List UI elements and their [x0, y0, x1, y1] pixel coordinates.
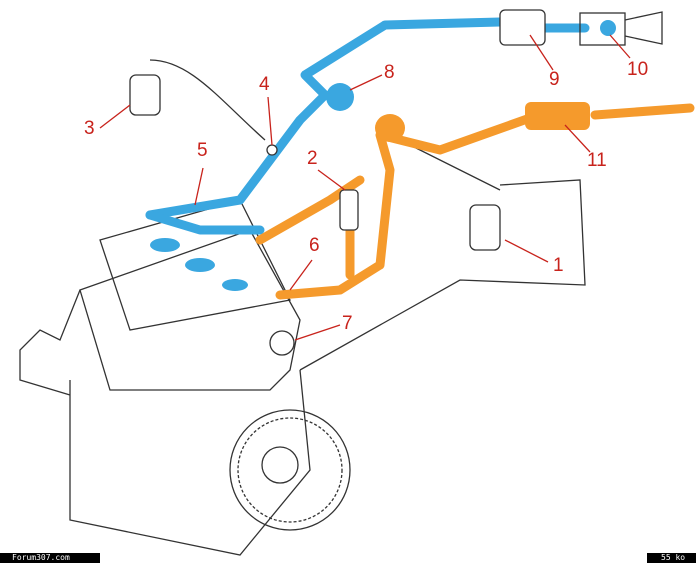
label-10: 10 [627, 59, 649, 80]
label-2: 2 [307, 148, 318, 169]
label-3: 3 [84, 118, 95, 139]
label-5: 5 [197, 140, 208, 161]
file-size: 55 ko [647, 553, 696, 563]
intake-pipe [145, 17, 590, 235]
label-7: 7 [342, 313, 353, 334]
exhaust-pipe [255, 103, 695, 300]
exhaust-parts [375, 102, 590, 142]
label-6: 6 [309, 235, 320, 256]
intake-ports [150, 20, 616, 291]
engine-outline [19, 59, 586, 556]
label-11: 11 [587, 150, 607, 171]
label-9: 9 [549, 69, 560, 90]
components [129, 9, 663, 356]
label-4: 4 [259, 74, 270, 95]
label-1: 1 [553, 255, 564, 276]
site-footer: Forum307.com [0, 553, 100, 563]
label-8: 8 [384, 62, 395, 83]
leader-lines [99, 34, 631, 341]
